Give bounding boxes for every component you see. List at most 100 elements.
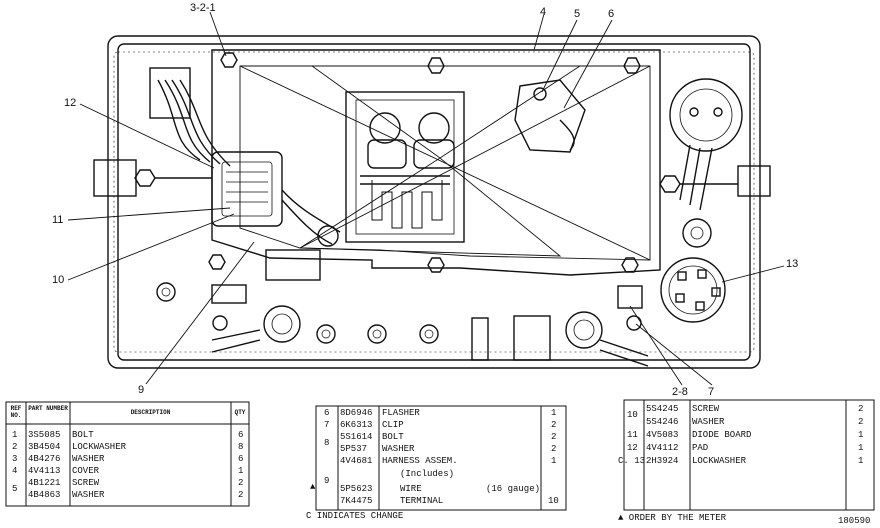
t2-part: 6K6313 — [340, 420, 373, 430]
figure-number: 180590 — [838, 516, 871, 526]
callout-2-8: 2-8 — [672, 386, 688, 398]
lower-components — [156, 282, 649, 367]
flasher-unit — [514, 79, 586, 153]
lamp-socket — [669, 78, 743, 248]
t1-qty: 2 — [238, 478, 244, 488]
t1-qty: 2 — [238, 490, 244, 500]
callout-5: 5 — [574, 8, 581, 20]
t3-qty: 1 — [858, 443, 864, 453]
parts-tables — [5, 399, 875, 511]
t3-part: 5S4245 — [646, 404, 679, 414]
t3-part: 5S4246 — [646, 417, 679, 427]
t3-desc: WASHER — [692, 417, 725, 427]
t2-ref: 9 — [324, 476, 330, 486]
t2-desc: TERMINAL — [400, 496, 444, 506]
t2-qty: 1 — [551, 456, 557, 466]
callout-9: 9 — [138, 384, 145, 396]
t2-part: 5P537 — [340, 444, 368, 454]
t3-qty: 2 — [858, 417, 864, 427]
t2-desc: FLASHER — [382, 408, 420, 418]
t2-part: 8D6946 — [340, 408, 373, 418]
t2-desc: WIRE — [400, 484, 422, 494]
t2-qty: 2 — [551, 444, 557, 454]
order-by-meter-mark: ▲ — [310, 482, 316, 492]
t3-desc: LOCKWASHER — [692, 456, 747, 466]
t1-desc: WASHER — [72, 454, 105, 464]
t2-part: 4V4681 — [340, 456, 373, 466]
t1-qty: 6 — [238, 430, 244, 440]
t1-ref: 2 — [12, 442, 18, 452]
t1-desc: BOLT — [72, 430, 94, 440]
t1-desc: COVER — [72, 466, 100, 476]
t2-desc: (Includes) — [400, 469, 455, 479]
t1-ref: 1 — [12, 430, 18, 440]
callout-4: 4 — [540, 6, 547, 18]
panel-housing — [107, 35, 761, 369]
t2-part: 5P5623 — [340, 484, 373, 494]
t1-qty: 1 — [238, 466, 244, 476]
callout-10: 10 — [52, 274, 65, 286]
t2-desc: CLIP — [382, 420, 404, 430]
t3-qty: 1 — [858, 430, 864, 440]
t1-ref: 3 — [12, 454, 18, 464]
flasher-housing — [345, 91, 465, 243]
t1-part: 3S5085 — [28, 430, 61, 440]
t3-ref: 12 — [627, 443, 638, 453]
t2-ref: 8 — [324, 438, 330, 448]
t1-desc: WASHER — [72, 490, 105, 500]
t3-part: 4V4112 — [646, 443, 679, 453]
mounting-brackets — [93, 159, 771, 197]
t1-part: 3B4504 — [28, 442, 61, 452]
cover-bolts — [208, 52, 641, 273]
t3-ref: C. 13 — [618, 456, 646, 466]
callout-13: 13 — [786, 258, 799, 270]
t3-part: 2H3924 — [646, 456, 679, 466]
t1-part: 4B1221 — [28, 478, 61, 488]
t3-ref: 10 — [627, 410, 638, 420]
diode-board-assembly — [149, 67, 341, 281]
t1-qty: 6 — [238, 454, 244, 464]
t2-qty: 1 — [551, 408, 557, 418]
callout-3-2-1: 3-2-1 — [190, 2, 216, 14]
t2-part: 5S1614 — [340, 432, 373, 442]
diode-connector — [660, 257, 726, 323]
t3-ref: 11 — [627, 430, 638, 440]
leader-lines — [67, 11, 785, 386]
t2-desc: BOLT — [382, 432, 404, 442]
t1-ref: 4 — [12, 466, 18, 476]
header-part-number: PART NUMBER — [28, 405, 68, 412]
callout-12: 12 — [64, 97, 77, 109]
t1-desc: SCREW — [72, 478, 100, 488]
t3-qty: 1 — [858, 456, 864, 466]
t2-qty: 2 — [551, 432, 557, 442]
order-footnote: ▲ ORDER BY THE METER — [618, 513, 727, 523]
t2-desc: WASHER — [382, 444, 415, 454]
t2-ref: 7 — [324, 420, 330, 430]
t1-ref: 5 — [12, 484, 18, 494]
cover-plate — [211, 49, 661, 276]
wire-gauge-note: (16 gauge) — [486, 484, 541, 494]
callout-7: 7 — [708, 386, 715, 398]
t2-part: 7K4475 — [340, 496, 373, 506]
t3-desc: SCREW — [692, 404, 720, 414]
t2-desc: HARNESS ASSEM. — [382, 456, 458, 466]
callout-11: 11 — [52, 214, 64, 226]
t3-desc: PAD — [692, 443, 709, 453]
t3-part: 4V5083 — [646, 430, 679, 440]
t2-ref: 6 — [324, 408, 330, 418]
t2-qty: 10 — [548, 496, 559, 506]
t2-qty: 2 — [551, 420, 557, 430]
t1-qty: 8 — [238, 442, 244, 452]
header-description: DESCRIPTION — [130, 409, 171, 416]
t1-desc: LOCKWASHER — [72, 442, 127, 452]
callout-6: 6 — [608, 8, 615, 20]
t1-part: 4B4276 — [28, 454, 61, 464]
header-qty: QTY — [234, 409, 246, 416]
t1-part: 4V4113 — [28, 466, 61, 476]
change-footnote: C INDICATES CHANGE — [306, 511, 404, 521]
t1-part: 4B4863 — [28, 490, 61, 500]
header-ref-no: REF NO. — [10, 405, 22, 419]
t3-desc: DIODE BOARD — [692, 430, 752, 440]
t3-qty: 2 — [858, 404, 864, 414]
